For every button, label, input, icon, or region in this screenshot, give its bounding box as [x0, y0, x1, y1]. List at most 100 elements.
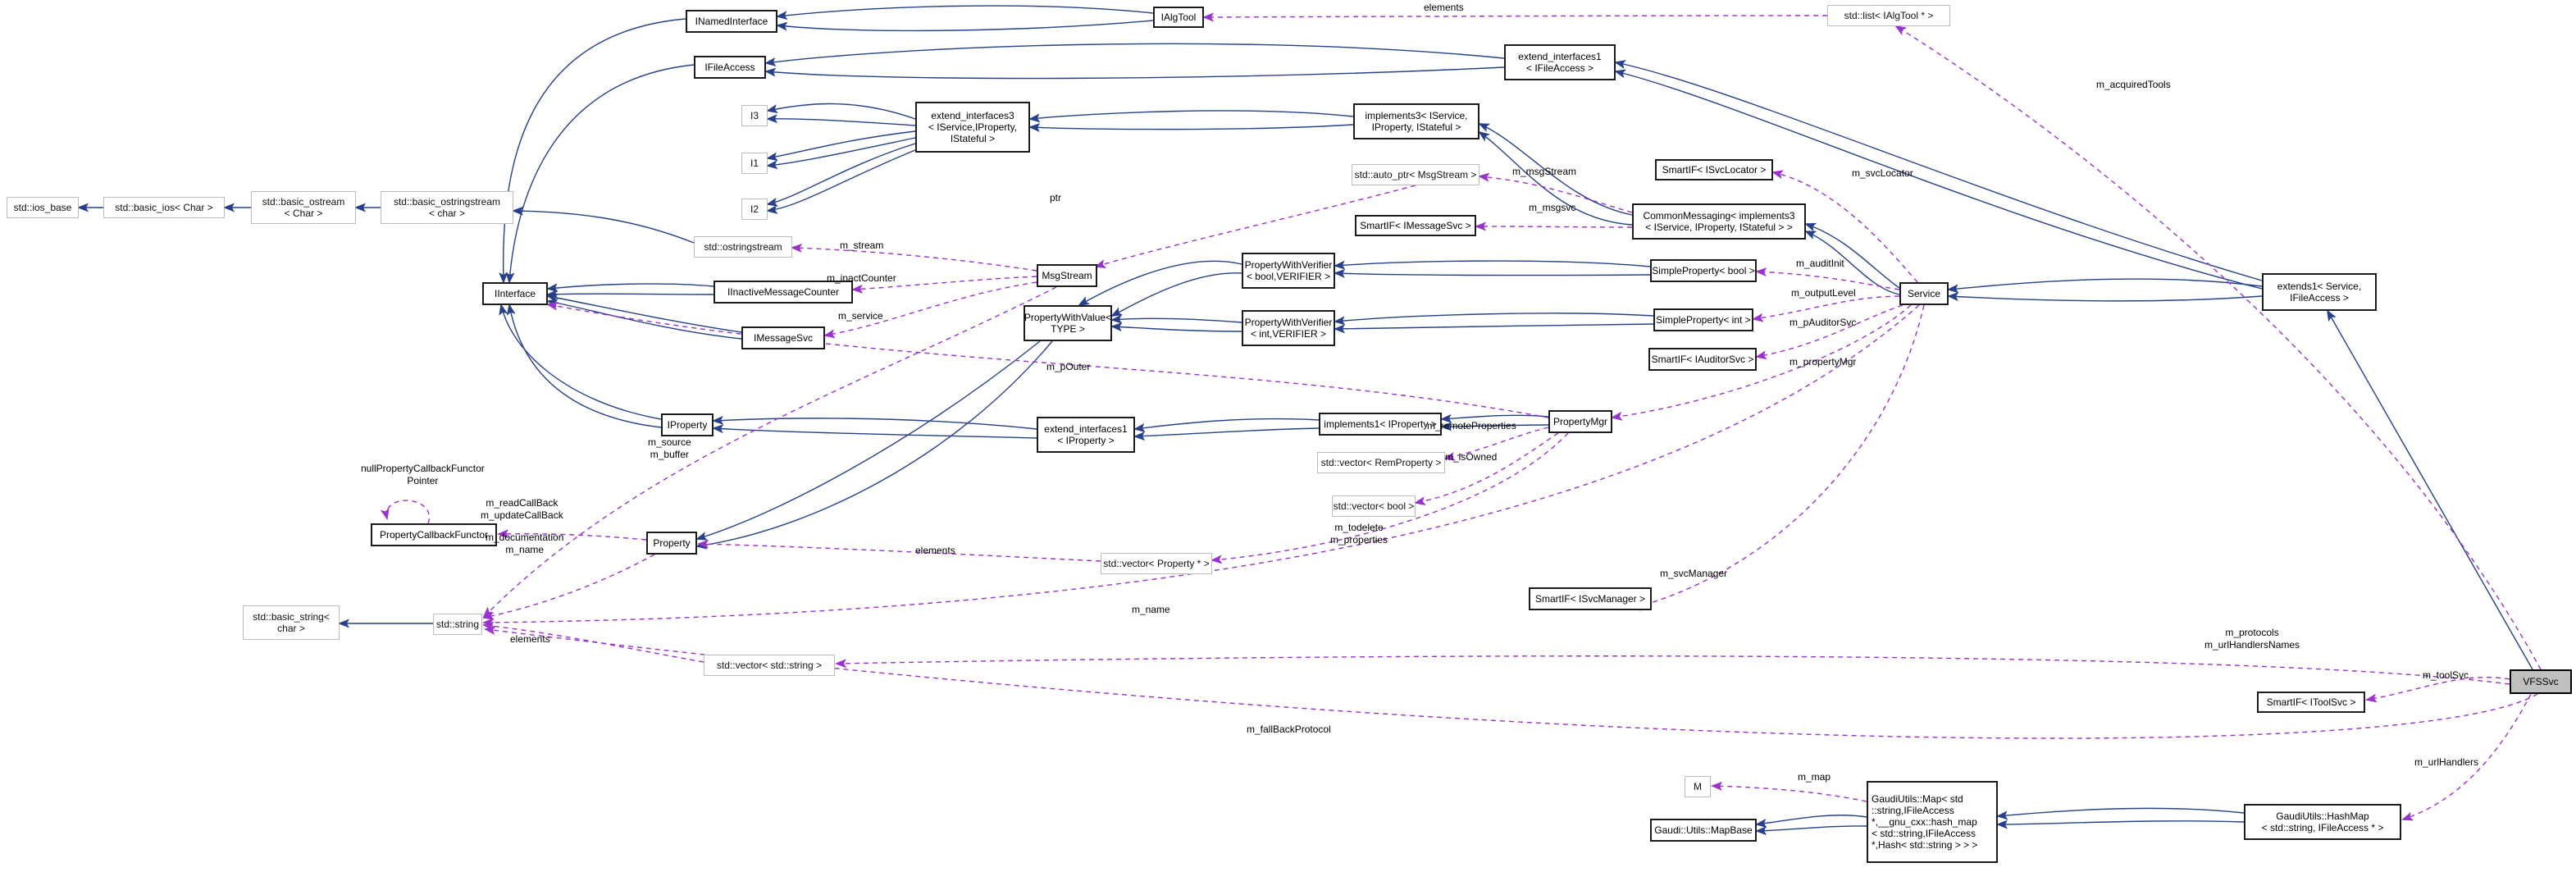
node-SmartIF_ISvcLocator[interactable]: SmartIF< ISvcLocator > — [1655, 159, 1773, 180]
node-list_IAlgTool[interactable]: std::list< IAlgTool * > — [1827, 5, 1950, 26]
node-MapBase[interactable]: Gaudi::Utils::MapBase — [1650, 819, 1757, 842]
node-extends1[interactable]: extends1< Service,IFileAccess > — [2262, 273, 2377, 311]
node-label: Property — [653, 537, 691, 549]
node-label: I3 — [750, 110, 759, 121]
node-label: implements1< IProperty > — [1324, 418, 1437, 430]
node-basic_ostream[interactable]: std::basic_ostream< Char > — [251, 191, 356, 224]
node-IFileAccess[interactable]: IFileAccess — [694, 56, 766, 79]
edge-e_pwvbool_pwvtype — [1110, 272, 1242, 317]
node-label: IAlgTool — [1160, 11, 1197, 23]
node-I3[interactable]: I3 — [741, 105, 768, 126]
node-IInterface[interactable]: IInterface — [482, 282, 548, 305]
node-IMessageSvc[interactable]: IMessageSvc — [741, 326, 825, 349]
edge-e_cm_impl3 — [1478, 130, 1633, 226]
edge-e_ialgtool_inamed — [776, 5, 1154, 21]
node-ei1_IFileAccess[interactable]: extend_interfaces1< IFileAccess > — [1504, 44, 1616, 80]
edge-label-d_vfssvc_vecstring: m_protocols m_urlHandlersNames — [2204, 627, 2300, 651]
node-SP_int[interactable]: SimpleProperty< int > — [1653, 308, 1753, 331]
node-label: ::string,IFileAccess — [1872, 805, 1954, 816]
edge-label-d_property_pcf: m_readCallBack m_updateCallBack — [481, 497, 563, 521]
edge-d_msgstream_imsgsvc — [823, 281, 1037, 339]
node-label: std::auto_ptr< MsgStream > — [1354, 169, 1477, 180]
node-IProperty[interactable]: IProperty — [661, 413, 714, 436]
node-basic_ostringstream[interactable]: std::basic_ostringstream< char > — [381, 191, 513, 224]
node-SmartIF_IMessageSvc[interactable]: SmartIF< IMessageSvc > — [1355, 215, 1476, 236]
node-PropertyCallbackFunctor[interactable]: PropertyCallbackFunctor — [371, 523, 497, 546]
node-label: CommonMessaging< implements3 — [1643, 210, 1795, 221]
node-ios_base[interactable]: std::ios_base — [7, 197, 79, 218]
node-ostringstream[interactable]: std::ostringstream — [694, 236, 792, 258]
edge-label-d_pmgr_remprop: m_remoteProperties — [1427, 420, 1516, 431]
edge-e_pwvint_pwvtype — [1110, 314, 1242, 324]
node-label: SmartIF< IMessageSvc > — [1360, 220, 1471, 231]
node-I1[interactable]: I1 — [741, 153, 768, 174]
node-label: std::string — [435, 619, 480, 630]
node-label: < bool,VERIFIER > — [1246, 271, 1331, 282]
node-MsgStream[interactable]: MsgStream — [1037, 264, 1097, 287]
node-label: < char > — [428, 208, 466, 219]
node-HashMap[interactable]: GaudiUtils::HashMap< std::string, IFileA… — [2244, 804, 2401, 840]
edge-e_service_cm — [1804, 231, 1900, 295]
node-PWV_TYPE[interactable]: PropertyWithValue<TYPE > — [1024, 305, 1112, 341]
edge-e_ei3_i3 — [766, 114, 916, 126]
edge-e_ei1p_iproperty — [712, 415, 1037, 430]
edge-d_vfssvc_list — [1894, 25, 2542, 670]
edge-e_extends1_service — [1947, 278, 2263, 294]
node-label: VFSSvc — [2523, 676, 2559, 687]
node-CommonMessaging[interactable]: CommonMessaging< implements3< IService, … — [1632, 203, 1806, 240]
node-label: < IProperty > — [1057, 435, 1115, 446]
edge-e_osstream_typedef — [512, 206, 695, 244]
node-label: std::list< IAlgTool * > — [1844, 10, 1934, 21]
node-vector_string[interactable]: std::vector< std::string > — [704, 655, 835, 676]
node-label: IFileAccess > — [2290, 292, 2349, 304]
node-string[interactable]: std::string — [433, 614, 482, 635]
edge-label-d_pcf_self: nullPropertyCallbackFunctor Pointer — [361, 463, 485, 486]
node-vector_RemProperty[interactable]: std::vector< RemProperty > — [1317, 452, 1445, 473]
edge-label-d_cm_smartifmsgsvc: m_msgsvc — [1529, 202, 1576, 213]
node-impl3[interactable]: implements3< IService,IProperty, IStatef… — [1353, 103, 1479, 139]
edge-d_service_spbool — [1755, 267, 1900, 290]
edge-label-d_list_ialgtool: elements — [1424, 2, 1464, 13]
node-IInactiveMessageCounter[interactable]: IInactiveMessageCounter — [714, 281, 853, 304]
node-PropertyMgr[interactable]: PropertyMgr — [1548, 410, 1612, 433]
node-label: < std::string, IFileAccess * > — [2261, 822, 2384, 833]
node-Property[interactable]: Property — [646, 532, 697, 555]
edge-e_extends1_ei1fa — [1614, 69, 2263, 290]
edge-e_impl3_ei3 — [1028, 110, 1354, 123]
node-I2[interactable]: I2 — [741, 199, 768, 220]
node-label: extend_interfaces3 — [931, 110, 1014, 121]
node-M[interactable]: M — [1685, 776, 1711, 797]
node-SmartIF_IToolSvc[interactable]: SmartIF< IToolSvc > — [2257, 692, 2365, 713]
node-impl1_IProperty[interactable]: implements1< IProperty > — [1319, 413, 1442, 436]
node-label: std::vector< Property * > — [1103, 558, 1210, 569]
node-label: std::ostringstream — [704, 241, 782, 253]
edge-label-d_service_spint: m_outputLevel — [1791, 287, 1856, 299]
node-basic_string[interactable]: std::basic_string<char > — [243, 605, 340, 640]
edge-d_vfssvc_string — [484, 626, 2538, 739]
edge-d_pmgr_vecbool — [1414, 432, 1559, 506]
edge-e_spbool_pwvbool — [1334, 268, 1651, 278]
edge-label-d_vfssvc_string: m_fallBackProtocol — [1247, 724, 1331, 735]
edge-d_msgstream_osstream — [791, 243, 1037, 272]
node-label: Gaudi::Utils::MapBase — [1654, 824, 1753, 836]
node-vector_bool[interactable]: std::vector< bool > — [1332, 495, 1416, 517]
edge-e_pmgr_impl1 — [1440, 422, 1549, 431]
node-label: IStateful > — [950, 133, 996, 144]
node-SP_bool[interactable]: SimpleProperty< bool > — [1650, 259, 1757, 282]
node-ei3[interactable]: extend_interfaces3< IService,IProperty,I… — [915, 102, 1030, 153]
node-PWV_bool[interactable]: PropertyWithVerifier< bool,VERIFIER > — [1242, 253, 1335, 289]
node-vector_PropertyPtr[interactable]: std::vector< Property * > — [1101, 553, 1212, 574]
edge-label-d_pmgr_iinterface: m_pOuter — [1046, 361, 1091, 372]
node-SmartIF_ISvcManager[interactable]: SmartIF< ISvcManager > — [1529, 587, 1652, 610]
node-IAlgTool[interactable]: IAlgTool — [1153, 7, 1204, 28]
node-GaudiMap[interactable]: GaudiUtils::Map< std::string,IFileAccess… — [1867, 781, 1998, 863]
node-basic_ios[interactable]: std::basic_ios< Char > — [103, 197, 225, 218]
node-PWV_int[interactable]: PropertyWithVerifier< int,VERIFIER > — [1242, 310, 1335, 346]
node-Service[interactable]: Service — [1899, 282, 1949, 305]
node-autoptr_MsgStream[interactable]: std::auto_ptr< MsgStream > — [1352, 164, 1479, 185]
edge-e_ei1fa_ifileaccess — [764, 66, 1505, 80]
node-INamedInterface[interactable]: INamedInterface — [686, 10, 777, 33]
node-SmartIF_IAuditorSvc[interactable]: SmartIF< IAuditorSvc > — [1648, 348, 1757, 371]
node-ei1_IProperty[interactable]: extend_interfaces1< IProperty > — [1037, 417, 1135, 453]
